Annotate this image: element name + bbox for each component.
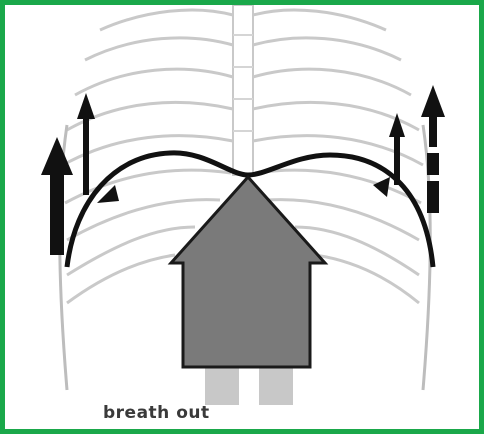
curve-arrowhead-right (373, 177, 390, 197)
caption-text: breath out (103, 403, 210, 423)
spine (233, 5, 253, 175)
diaphragm-up-arrow (171, 177, 325, 405)
right-lung-arrows (389, 85, 445, 213)
ribcage-diagram (5, 5, 479, 429)
